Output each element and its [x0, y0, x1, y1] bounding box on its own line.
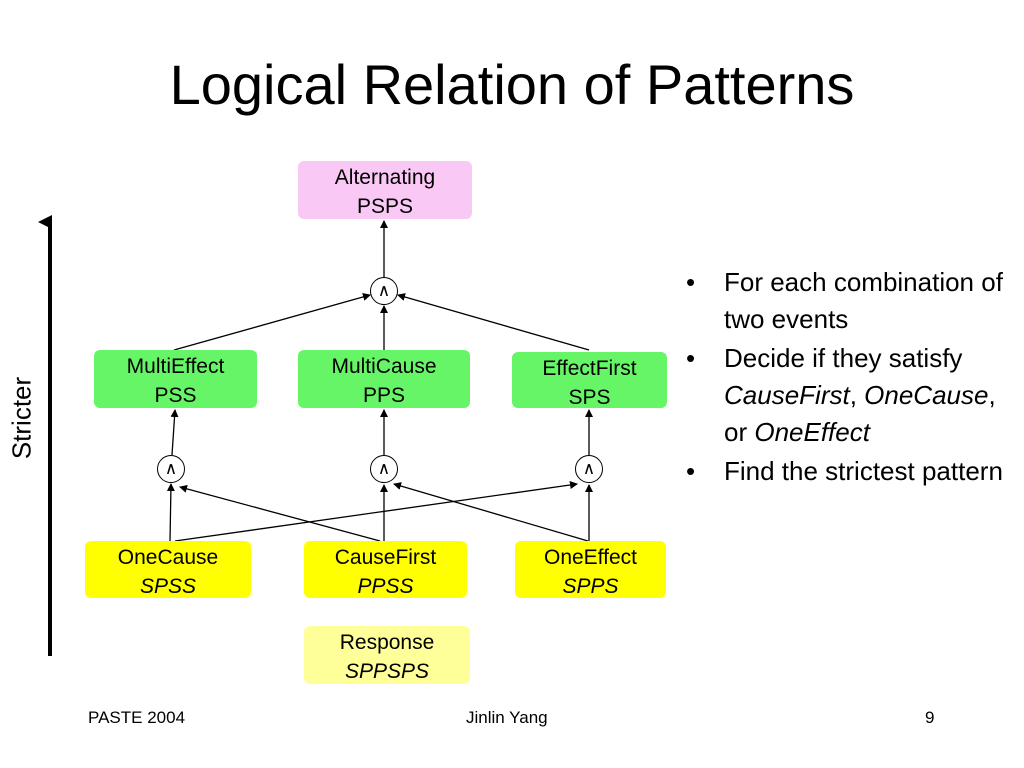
node-multieffect-code: PSS — [154, 384, 197, 407]
node-multieffect: MultiEffect PSS — [94, 350, 257, 408]
node-onecause: OneCause SPSS — [85, 541, 251, 598]
node-alternating-name: Alternating — [334, 166, 436, 189]
edge-and-left-to-multieffect — [170, 409, 179, 456]
node-response: Response SPPSPS — [304, 626, 470, 684]
node-causefirst: CauseFirst PPSS — [304, 541, 467, 598]
edge-onecause-to-and-right — [174, 481, 578, 542]
bullet-2-oneeffect: OneEffect — [754, 417, 870, 447]
bullet-3-text: Find the strictest pattern — [724, 456, 1003, 486]
node-effectfirst: EffectFirst SPS — [512, 352, 667, 409]
bullet-item-1: For each combination of two events — [686, 264, 1006, 338]
edge-causefirst-to-and-left — [179, 484, 381, 542]
bullet-item-3: Find the strictest pattern — [686, 453, 1006, 490]
edge-effectfirst-to-and-top — [397, 293, 590, 351]
footer-page-number: 9 — [925, 708, 935, 727]
footer-center: Jinlin Yang — [466, 708, 548, 727]
node-alternating: Alternating PSPS — [298, 161, 472, 219]
bullet-2-causefirst: CauseFirst — [724, 380, 850, 410]
node-response-name: Response — [339, 631, 435, 654]
node-multieffect-name: MultiEffect — [126, 355, 225, 378]
bullet-2-pre: Decide if they satisfy — [724, 343, 963, 373]
and-node-middle: ∧ — [370, 455, 398, 483]
stricter-label: Stricter — [6, 376, 37, 460]
node-oneeffect-name: OneEffect — [543, 546, 637, 569]
node-oneeffect: OneEffect SPPS — [515, 541, 666, 598]
node-oneeffect-code: SPPS — [562, 575, 619, 598]
bullet-item-2: Decide if they satisfy CauseFirst, OneCa… — [686, 340, 1006, 451]
node-multicause-name: MultiCause — [331, 355, 437, 378]
bullet-2-sep2: , or — [724, 380, 996, 447]
node-multicause-code: PPS — [362, 384, 406, 407]
node-response-code: SPPSPS — [344, 660, 430, 683]
node-causefirst-name: CauseFirst — [334, 546, 437, 569]
node-onecause-code: SPSS — [139, 575, 197, 598]
bullet-2-onecause: OneCause — [864, 380, 989, 410]
and-node-left: ∧ — [157, 455, 185, 483]
node-multicause: MultiCause PPS — [298, 350, 470, 408]
slide-title: Logical Relation of Patterns — [169, 53, 855, 116]
edge-oneeffect-to-and-mid — [393, 482, 589, 542]
node-effectfirst-name: EffectFirst — [542, 357, 637, 380]
node-onecause-name: OneCause — [117, 546, 219, 569]
edge-onecause-to-and-left — [166, 483, 175, 542]
and-node-top: ∧ — [370, 277, 398, 305]
node-alternating-code: PSPS — [356, 195, 414, 218]
node-causefirst-code: PPSS — [357, 575, 414, 598]
bullet-list: For each combination of two events Decid… — [686, 264, 1006, 492]
edge-multieffect-to-and-top — [173, 293, 371, 351]
bullet-2-sep1: , — [849, 380, 865, 410]
node-effectfirst-code: SPS — [568, 386, 611, 409]
and-node-right: ∧ — [575, 455, 603, 483]
footer-left: PASTE 2004 — [88, 708, 186, 727]
bullet-1-text: For each combination of two events — [724, 267, 1003, 334]
